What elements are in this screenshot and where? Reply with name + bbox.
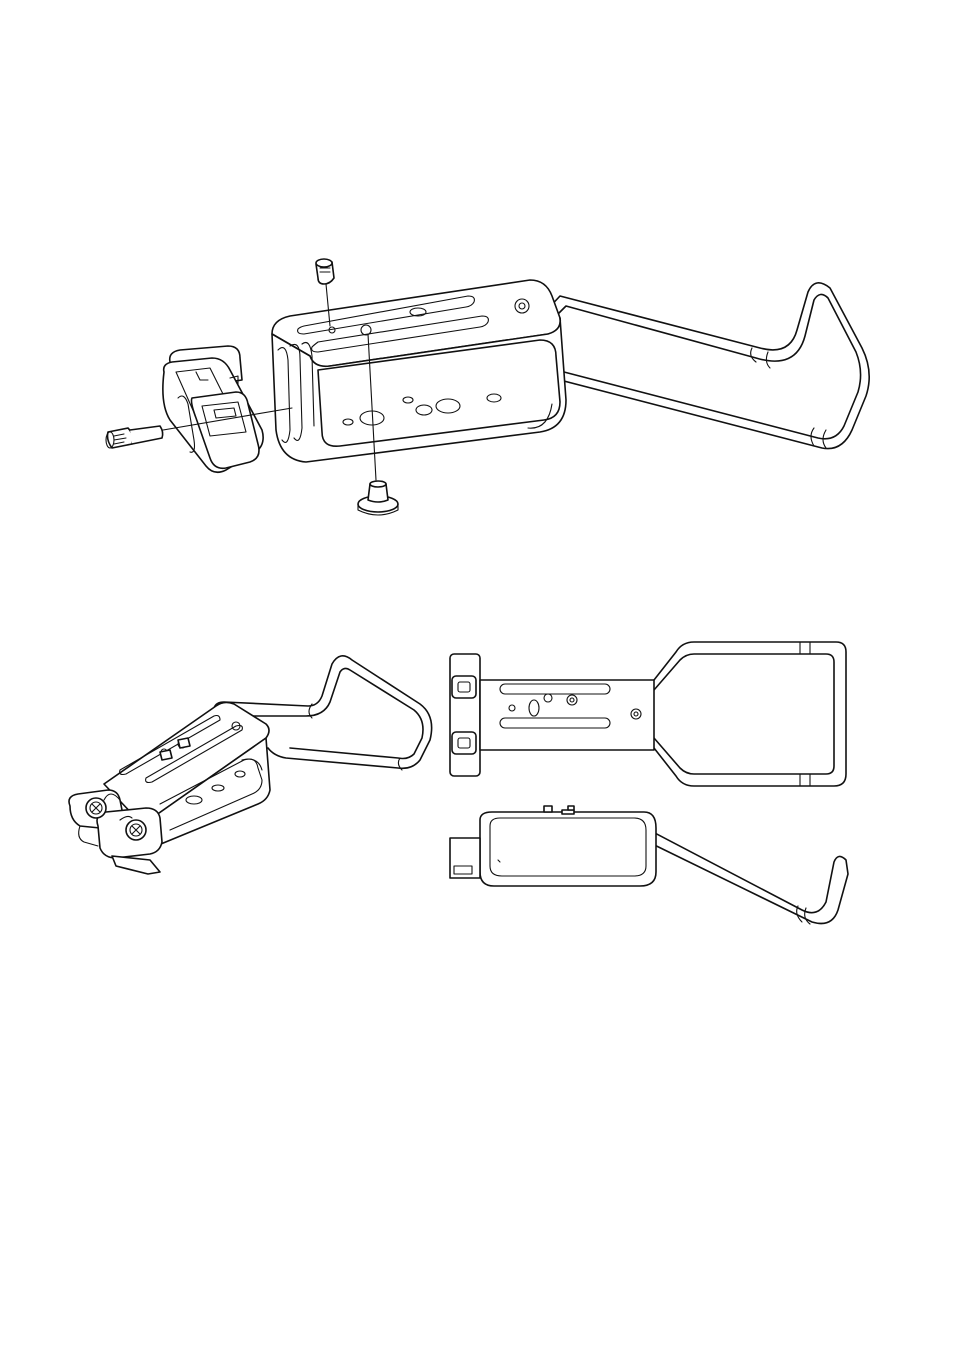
mounting-plate — [480, 680, 654, 750]
side-orthographic-view — [450, 806, 848, 924]
rod-clamp-block — [163, 346, 263, 472]
exploded-assembly-view — [106, 259, 869, 515]
rod-clamp-block — [450, 838, 480, 878]
mounting-plate — [480, 806, 656, 886]
top-orthographic-view — [450, 642, 846, 786]
wire-handle — [654, 642, 846, 786]
perspective-assembled-view — [69, 656, 432, 874]
mounting-plate — [272, 280, 566, 462]
